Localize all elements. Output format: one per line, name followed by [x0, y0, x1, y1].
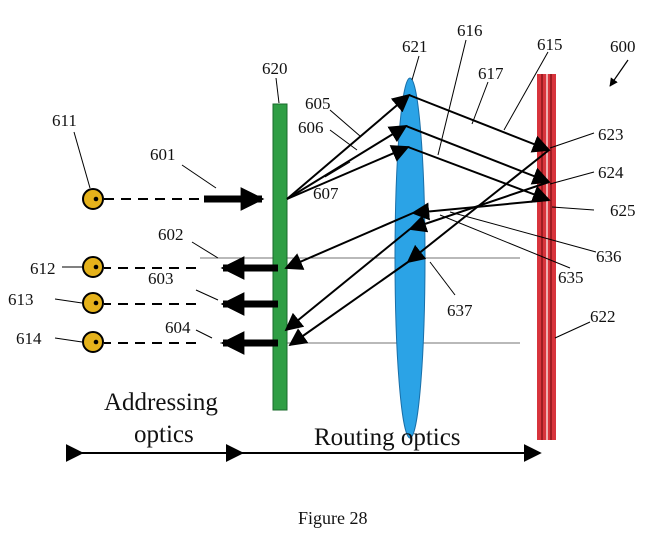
ray [408, 150, 549, 262]
label-624: 624 [598, 163, 624, 182]
port-612 [83, 257, 103, 277]
label-621: 621 [402, 37, 428, 56]
port-613 [83, 293, 103, 313]
figure-caption: Figure 28 [298, 508, 368, 528]
label-636: 636 [596, 247, 622, 266]
label-601: 601 [150, 145, 176, 164]
ray [286, 213, 413, 345]
label-607: 607 [313, 184, 339, 203]
label-622: 622 [590, 307, 616, 326]
label-637: 637 [447, 301, 473, 320]
label-602: 602 [158, 225, 184, 244]
label-605: 605 [305, 94, 331, 113]
port-614 [83, 332, 103, 352]
label-613: 613 [8, 290, 34, 309]
label-603: 603 [148, 269, 174, 288]
label-606: 606 [298, 118, 324, 137]
addressing-title: Addressing [104, 389, 218, 416]
routing-title: Routing optics [314, 424, 461, 451]
port-611 [83, 189, 103, 209]
label-617: 617 [478, 64, 504, 83]
label-611: 611 [52, 111, 77, 130]
label-623: 623 [598, 125, 624, 144]
label-600: 600 [610, 37, 636, 56]
reference-arrow [610, 60, 628, 86]
label-616: 616 [457, 21, 483, 40]
label-625: 625 [610, 201, 636, 220]
mirror [537, 74, 556, 440]
label-635: 635 [558, 268, 584, 287]
label-620: 620 [262, 59, 288, 78]
label-612: 612 [30, 259, 56, 278]
label-615: 615 [537, 35, 563, 54]
label-614: 614 [16, 329, 42, 348]
addressing-title-line2: optics [134, 421, 194, 448]
grating [273, 104, 287, 410]
label-604: 604 [165, 318, 191, 337]
